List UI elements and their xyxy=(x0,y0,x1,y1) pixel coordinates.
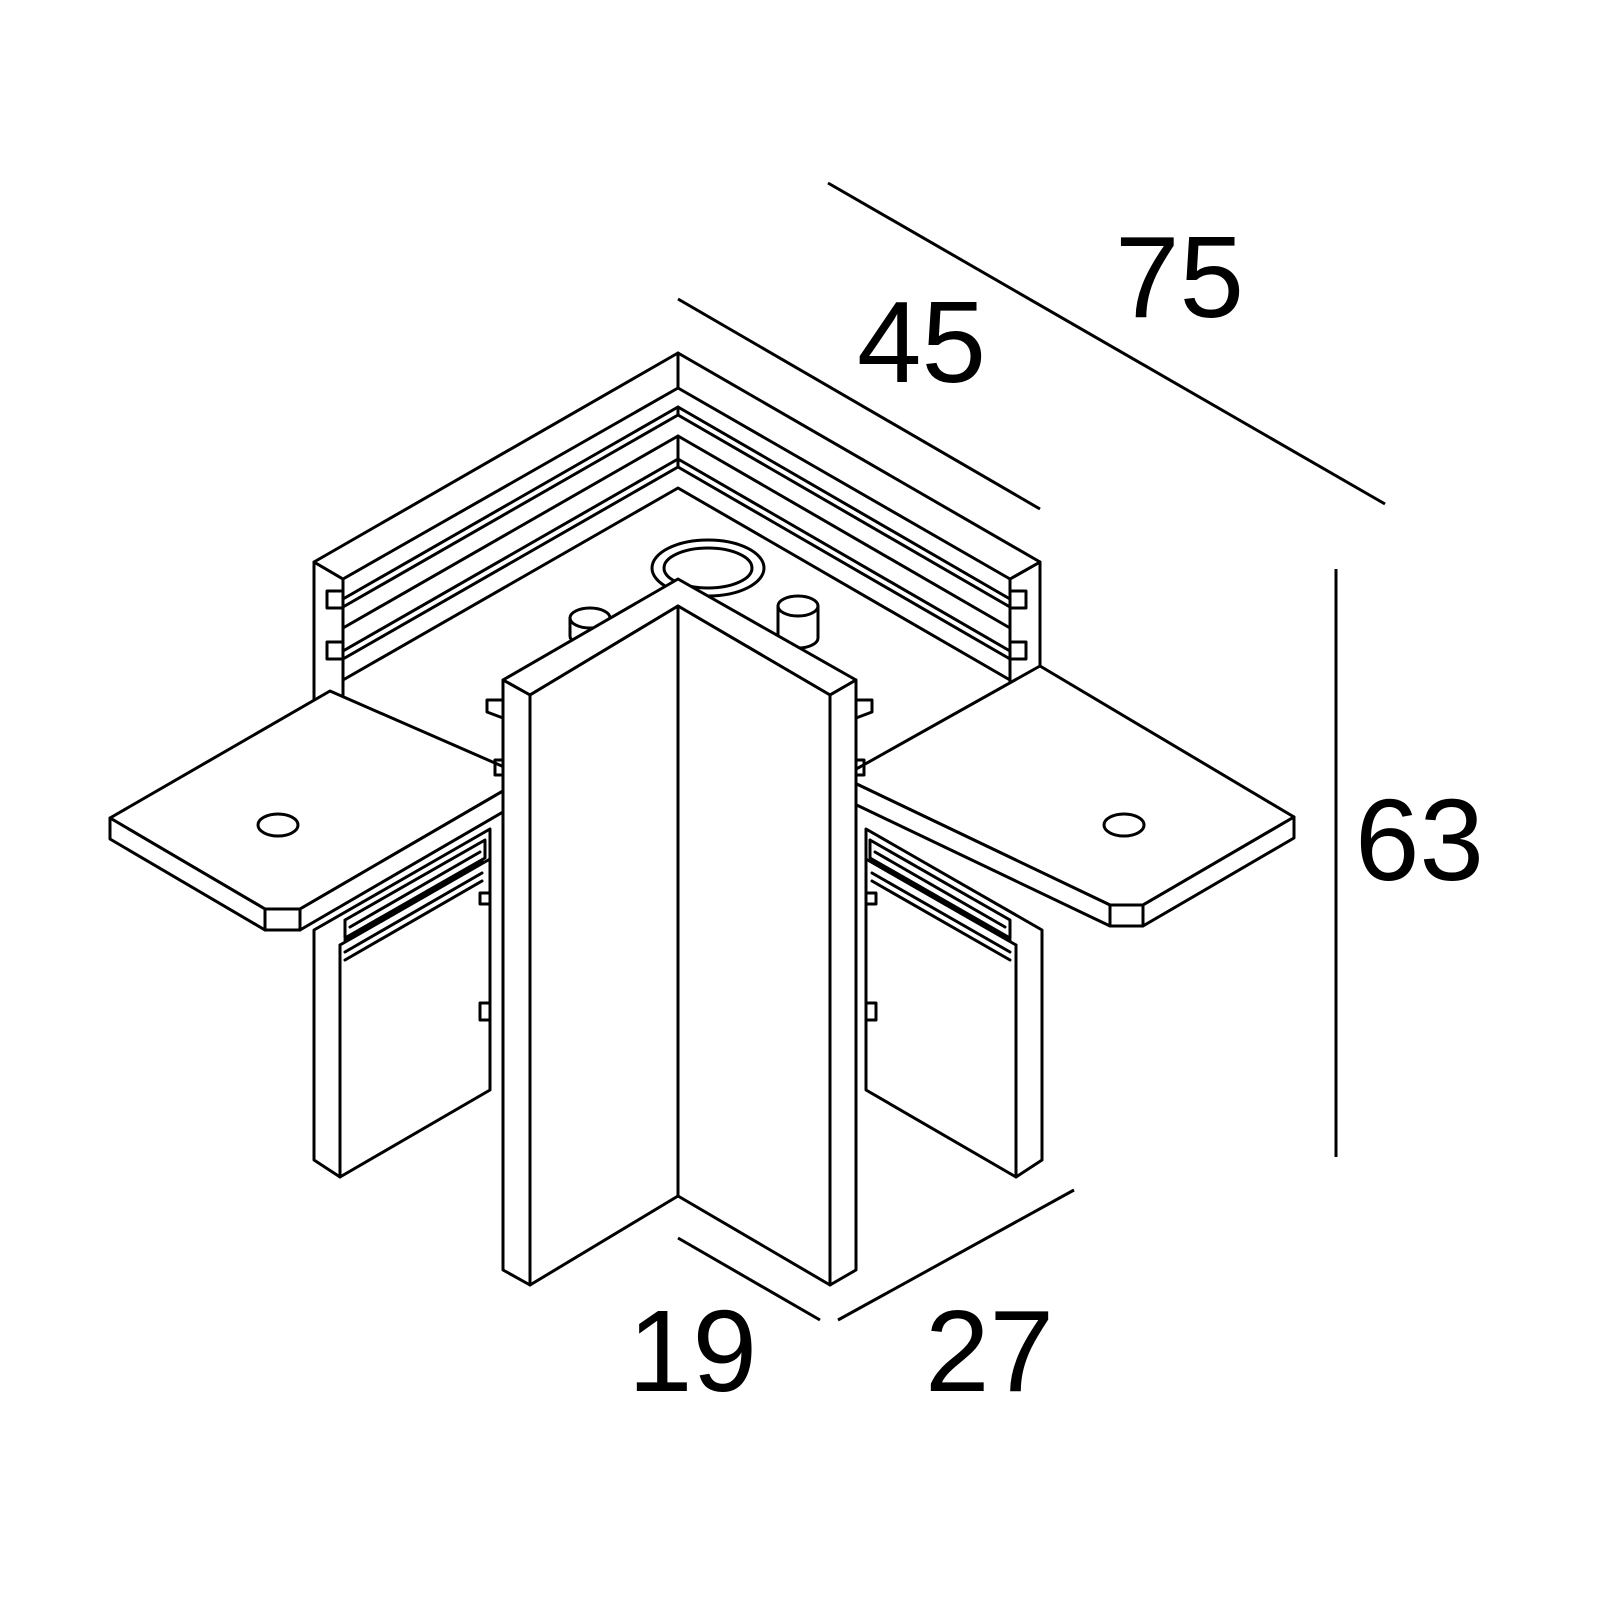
back-rail-profile xyxy=(312,351,1042,715)
dimension-label-45: 45 xyxy=(857,277,986,407)
dimension-line-45 xyxy=(677,297,1041,511)
dimension-label-63: 63 xyxy=(1355,775,1484,905)
side-rail-bodies xyxy=(312,827,1044,1179)
contact-rails xyxy=(343,838,1012,1022)
dimension-label-19: 19 xyxy=(628,1286,757,1416)
connector-block xyxy=(485,577,874,1287)
dimension-label-27: 27 xyxy=(925,1286,1054,1416)
dimension-labels: 75 45 63 19 27 xyxy=(628,212,1484,1416)
dimension-line-19 xyxy=(677,1236,821,1322)
dimension-line-27 xyxy=(837,1188,1075,1322)
mounting-hole-right xyxy=(1102,812,1146,838)
mounting-hole-left xyxy=(256,812,300,838)
mounting-plate xyxy=(108,664,1296,932)
dimension-line-75 xyxy=(827,181,1386,506)
dimension-label-75: 75 xyxy=(1115,212,1244,342)
dimension-lines xyxy=(677,181,1386,1322)
